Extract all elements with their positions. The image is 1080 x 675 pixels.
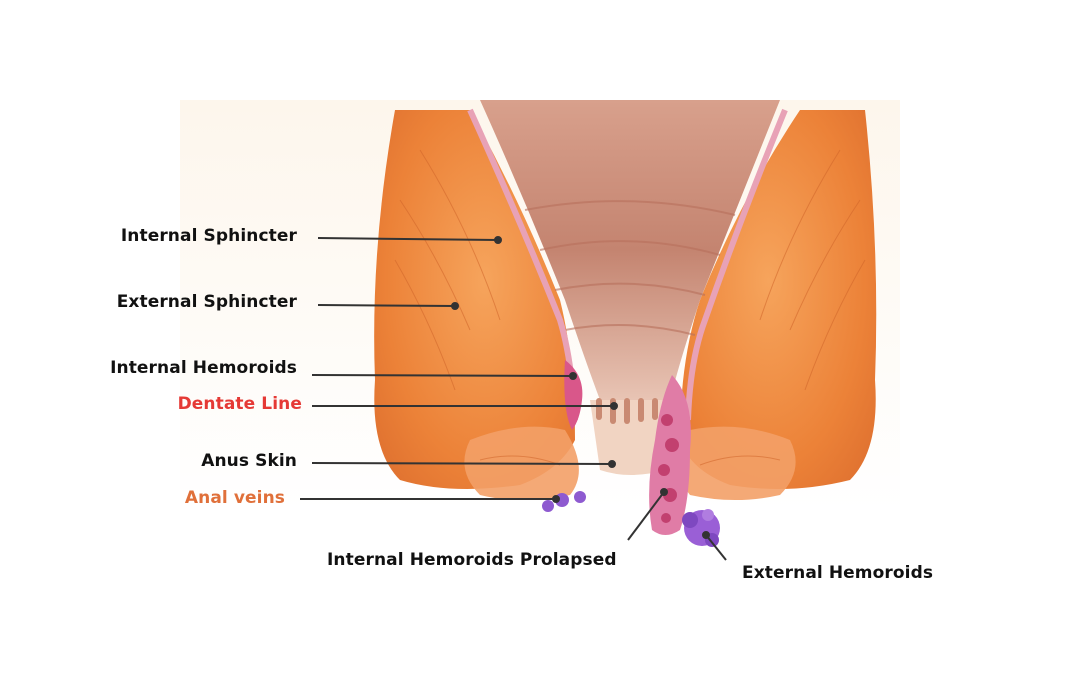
label-internal-hemoroids: Internal Hemoroids [110, 358, 297, 378]
label-external-sphincter: External Sphincter [117, 292, 297, 312]
label-internal-hemoroids-prolapsed: Internal Hemoroids Prolapsed [327, 550, 617, 570]
leader-dot-anus-skin [609, 461, 615, 467]
label-anus-skin: Anus Skin [201, 451, 297, 471]
leader-dot-internal-sphincter [495, 237, 501, 243]
leader-dot-internal-prolapsed [661, 489, 667, 495]
leader-internal-hemoroids [312, 375, 573, 376]
external-hemorrhoid-shape [682, 509, 720, 547]
label-internal-sphincter: Internal Sphincter [121, 226, 297, 246]
leader-anus-skin [312, 463, 612, 464]
leader-dot-external-sphincter [452, 303, 458, 309]
label-external-hemoroids: External Hemoroids [742, 563, 933, 583]
leader-dot-anal-veins [553, 496, 559, 502]
right-lower-lobe [680, 427, 796, 500]
leader-external-sphincter [318, 305, 455, 306]
label-anal-veins: Anal veins [185, 488, 285, 508]
label-dentate-line: Dentate Line [178, 394, 302, 414]
leader-dot-external-hemoroids [703, 532, 709, 538]
leader-dot-internal-hemoroids [570, 373, 576, 379]
leader-dot-dentate-line [611, 403, 617, 409]
